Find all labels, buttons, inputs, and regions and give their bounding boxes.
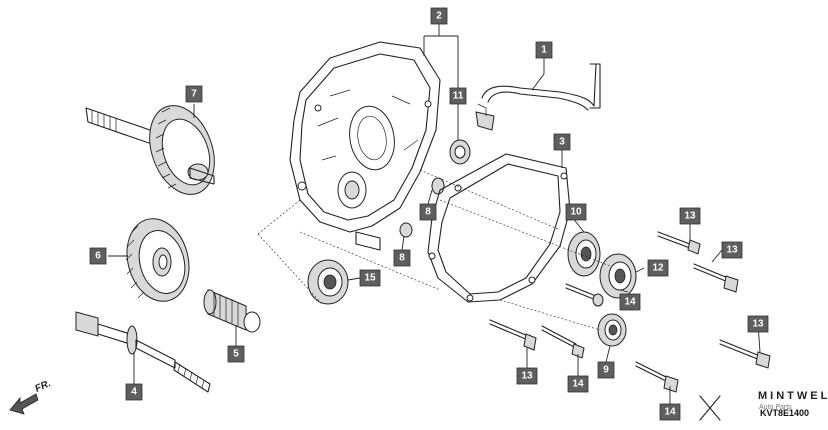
- svg-text:8: 8: [399, 253, 405, 264]
- part-11-oil-seal: [449, 139, 471, 165]
- alignment-lines: [257, 169, 611, 331]
- callout-4: 4: [125, 383, 143, 401]
- svg-text:1: 1: [541, 45, 547, 56]
- callout-7: 7: [185, 85, 203, 103]
- brand-subtitle: Auto Parts: [759, 404, 792, 411]
- callout-14-bottom: 14: [567, 375, 589, 393]
- callout-14-lower-right: 14: [659, 403, 681, 421]
- part-10-bearing: [567, 231, 601, 277]
- part-2-transmission-case: [289, 41, 441, 251]
- brand-name: MINTWELL: [758, 390, 828, 402]
- diagram-code: KVT8E1400: [760, 408, 810, 418]
- callout-6: 6: [89, 247, 107, 265]
- callout-14-mid: 14: [619, 293, 641, 311]
- part-3-gasket: [427, 153, 571, 303]
- callout-8-upper: 8: [419, 203, 437, 221]
- svg-text:10: 10: [570, 207, 582, 218]
- callout-13-bottom: 13: [516, 367, 538, 385]
- callout-9: 9: [597, 361, 615, 379]
- svg-text:2: 2: [436, 11, 442, 22]
- callout-13-top: 13: [679, 207, 701, 225]
- svg-text:14: 14: [572, 379, 584, 390]
- callout-15: 15: [359, 269, 381, 287]
- part-15-bearing: [307, 259, 349, 305]
- svg-text:7: 7: [191, 89, 197, 100]
- svg-text:14: 14: [664, 407, 676, 418]
- brand-logo-icon: [699, 395, 721, 421]
- svg-text:5: 5: [233, 349, 239, 360]
- svg-text:3: 3: [559, 137, 565, 148]
- svg-text:12: 12: [652, 263, 664, 274]
- svg-text:8: 8: [425, 207, 431, 218]
- callout-5: 5: [227, 345, 245, 363]
- svg-text:14: 14: [624, 297, 636, 308]
- leader-lines: [108, 24, 761, 404]
- part-5-pinion: [203, 289, 261, 333]
- callout-10: 10: [565, 203, 587, 221]
- bolts: [489, 231, 771, 393]
- svg-text:9: 9: [603, 365, 609, 376]
- svg-text:15: 15: [364, 273, 376, 284]
- callout-2: 2: [430, 7, 448, 25]
- callout-12: 12: [647, 259, 669, 277]
- svg-text:13: 13: [684, 211, 696, 222]
- callout-8-lower: 8: [393, 249, 411, 267]
- part-4-output-shaft: [75, 311, 211, 393]
- callout-3: 3: [553, 133, 571, 151]
- svg-text:6: 6: [95, 251, 101, 262]
- part-7-drive-gear-shaft: [85, 105, 215, 195]
- callout-11: 11: [449, 87, 467, 105]
- svg-text:13: 13: [521, 371, 533, 382]
- part-8-dowel-pins: [399, 177, 445, 238]
- callout-13-far-right: 13: [747, 315, 769, 333]
- svg-text:4: 4: [131, 387, 137, 398]
- callout-13-right: 13: [721, 241, 743, 259]
- part-9-bearing: [597, 313, 627, 347]
- svg-text:13: 13: [726, 245, 738, 256]
- svg-text:11: 11: [453, 91, 464, 102]
- part-1-breather-tube: [475, 63, 601, 131]
- brand-watermark: MINTWELL Auto Parts: [718, 390, 828, 426]
- svg-text:13: 13: [752, 319, 764, 330]
- callout-1: 1: [535, 41, 553, 59]
- part-12-bearing: [599, 253, 637, 299]
- part-6-gear: [125, 218, 190, 302]
- front-direction-arrow: [9, 393, 39, 415]
